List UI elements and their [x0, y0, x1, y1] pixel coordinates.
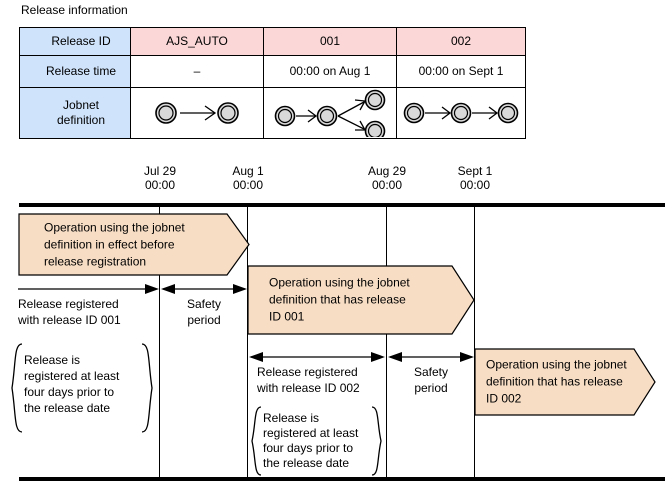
banner-2-line3: ID 001	[269, 309, 305, 324]
tick-label-aug29: Aug 29 00:00	[347, 164, 427, 192]
measure-arrow-safety-period-2	[388, 350, 474, 364]
banner-operation-before-release: Operation using the jobnet definition in…	[18, 213, 250, 276]
banner-3-line2: definition that has release	[486, 374, 623, 389]
tick-label-aug1: Aug 1 00:00	[208, 164, 288, 192]
row-header-release-time: Release time	[19, 55, 131, 88]
row-header-jobnet-line1: Jobnet	[62, 98, 100, 112]
note-1-line3: four days prior to	[24, 385, 115, 399]
banner-2-line2: definition that has release	[269, 292, 406, 307]
cell-jobnet-definition-002	[396, 87, 526, 139]
measure-3-line2: with release ID 002	[257, 381, 360, 395]
two-node-sequence-icon	[155, 102, 239, 124]
note-brace-release-001: Release is registered at least four days…	[8, 342, 156, 434]
curly-brace-icon	[251, 406, 382, 476]
gridline-sept1	[474, 207, 475, 477]
banner-3-text: Operation using the jobnet definition th…	[486, 357, 646, 408]
chevron-shape-3	[474, 348, 656, 416]
cell-jobnet-definition-001	[263, 87, 397, 139]
measure-label-release-001: Release registered with release ID 001	[18, 296, 121, 328]
release-information-table: Release ID AJS_AUTO 001 002 Release time…	[19, 27, 526, 139]
branching-jobnet-icon	[274, 89, 386, 137]
tick-date-aug29: Aug 29	[367, 164, 407, 178]
cell-release-id-ajs-auto: AJS_AUTO	[130, 27, 264, 56]
tick-time-jul29: 00:00	[144, 178, 176, 192]
chevron-shape-2	[247, 265, 475, 335]
gridline-aug29	[386, 207, 387, 477]
table-row-release-time: Release time – 00:00 on Aug 1 00:00 on S…	[19, 55, 526, 88]
note-2-line3: four days prior to	[263, 441, 354, 455]
row-header-release-id: Release ID	[19, 27, 131, 56]
table-row-release-id: Release ID AJS_AUTO 001 002	[19, 27, 526, 56]
cell-release-id-001: 001	[263, 27, 397, 56]
measure-arrow-safety-period-1	[161, 282, 247, 296]
gridline-aug1	[247, 207, 248, 477]
note-1-line1: Release is	[24, 353, 81, 367]
measure-3-line1: Release registered	[257, 365, 358, 379]
measure-arrow-release-002	[249, 350, 385, 364]
cell-release-time-001: 00:00 on Aug 1	[263, 55, 397, 88]
arrow-double-icon	[161, 284, 247, 294]
banner-1-line2: definition in effect before	[44, 237, 175, 251]
measure-4-line2: period	[414, 381, 448, 395]
note-1-line4: the release date	[24, 401, 111, 415]
tick-date-jul29: Jul 29	[143, 164, 177, 178]
measure-label-safety-period-2: Safety period	[388, 364, 474, 396]
banner-2-line1: Operation using the jobnet	[269, 275, 410, 290]
measure-label-release-002: Release registered with release ID 002	[257, 364, 360, 396]
row-header-jobnet-line2: definition	[56, 113, 106, 127]
banner-operation-release-001: Operation using the jobnet definition th…	[247, 265, 475, 335]
tick-date-aug1: Aug 1	[232, 164, 264, 178]
cell-release-time-ajs-auto: –	[130, 55, 264, 88]
banner-3-line3: ID 002	[486, 391, 522, 406]
note-2-line1: Release is	[263, 411, 320, 425]
cell-release-id-002: 002	[396, 27, 526, 56]
table-row-jobnet-definition: Jobnet definition	[19, 87, 526, 139]
banner-1-line1: Operation using the jobnet	[44, 220, 185, 234]
cell-release-time-002: 00:00 on Sept 1	[396, 55, 526, 88]
banner-operation-release-002: Operation using the jobnet definition th…	[474, 348, 656, 416]
measure-1-line2: with release ID 001	[18, 313, 121, 327]
three-node-sequence-icon	[403, 102, 519, 124]
tick-label-jul29: Jul 29 00:00	[120, 164, 200, 192]
arrow-double-icon	[388, 352, 474, 362]
timeline-axis	[19, 203, 665, 207]
tick-time-aug29: 00:00	[371, 178, 403, 192]
measure-arrow-release-001	[18, 282, 160, 296]
measure-4-line1: Safety	[413, 365, 449, 379]
measure-label-safety-period-1: Safety period	[161, 296, 247, 328]
banner-1-text: Operation using the jobnet definition in…	[44, 219, 244, 270]
banner-1-line3: release registration	[44, 254, 147, 268]
gridline-jul29	[159, 207, 160, 477]
measure-2-line1: Safety	[186, 297, 222, 311]
note-2-line2: registered at least	[263, 426, 359, 440]
curly-brace-icon	[11, 343, 153, 433]
page-title: Release information	[21, 3, 128, 17]
banner-2-text: Operation using the jobnet definition th…	[269, 275, 459, 326]
arrow-right-icon	[18, 284, 159, 294]
banner-3-line1: Operation using the jobnet	[486, 357, 627, 372]
note-2-line4: the release date	[263, 456, 350, 470]
arrow-double-icon	[249, 352, 385, 362]
measure-2-line2: period	[187, 313, 221, 327]
tick-date-sept1: Sept 1	[457, 164, 493, 178]
note-1-line2: registered at least	[24, 369, 120, 383]
tick-label-sept1: Sept 1 00:00	[435, 164, 515, 192]
note-brace-1-text: Release is registered at least four days…	[24, 352, 119, 416]
tick-time-sept1: 00:00	[459, 178, 491, 192]
measure-1-line1: Release registered	[18, 297, 119, 311]
note-brace-2-text: Release is registered at least four days…	[263, 411, 358, 471]
row-header-jobnet-definition: Jobnet definition	[19, 87, 131, 139]
tick-time-aug1: 00:00	[232, 178, 264, 192]
cell-jobnet-definition-ajs-auto	[130, 87, 264, 139]
chevron-shape-1	[18, 213, 250, 276]
note-brace-release-002: Release is registered at least four days…	[249, 405, 384, 477]
timeline-bottom-rule	[19, 477, 665, 481]
